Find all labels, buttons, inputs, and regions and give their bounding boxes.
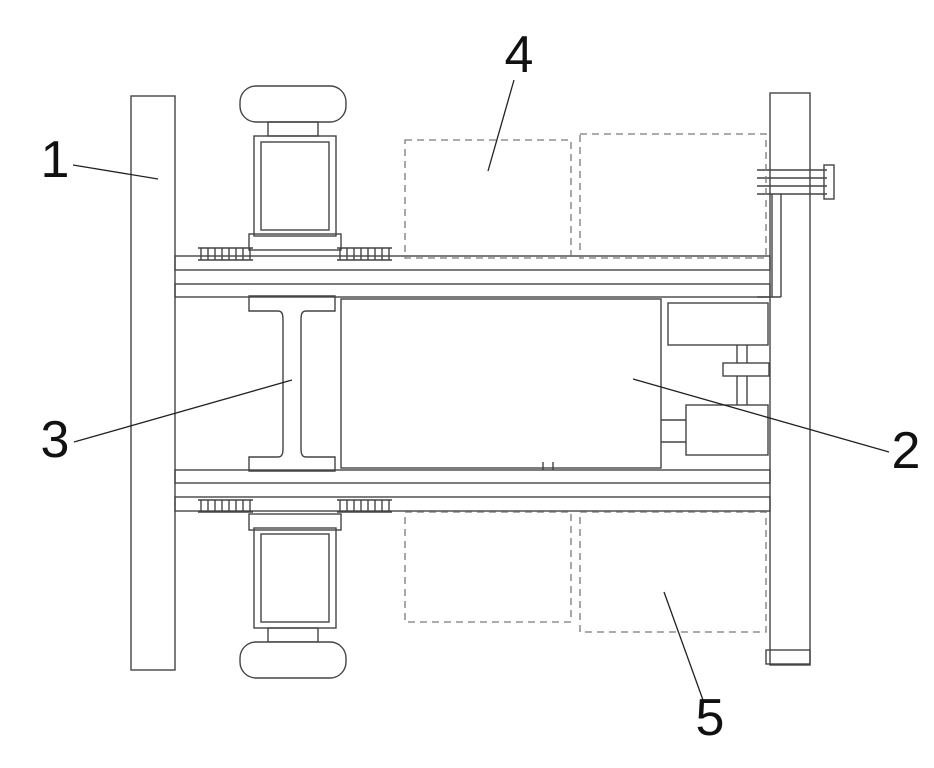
lower-dashed-box-left (404, 511, 572, 623)
bottom-motor-flange (248, 513, 342, 531)
i-beam-section (248, 295, 336, 472)
left-rail (130, 95, 176, 671)
lower-bolt-strip-left (197, 499, 254, 513)
top-motor-flange (248, 233, 342, 251)
label-1: 1 (41, 131, 70, 189)
label-3: 3 (41, 411, 70, 469)
top-right-pipe (757, 164, 835, 298)
right-rail-foot (765, 649, 811, 665)
top-motor-body-inner (260, 141, 330, 231)
bottom-motor-body (253, 527, 337, 629)
label-4: 4 (505, 26, 534, 84)
upper-beam-top-plate (174, 255, 771, 271)
label-1-leader (72, 164, 159, 180)
upper-bolt-strip-left (197, 247, 254, 261)
label-4-leader (487, 79, 515, 172)
upper-dashed-box-right (579, 133, 767, 259)
valve-plate (722, 362, 770, 377)
top-motor-cap (267, 121, 319, 137)
label-5-leader (663, 591, 704, 701)
bottom-motor-cap (267, 627, 319, 643)
right-rail (769, 92, 811, 666)
label-2: 2 (892, 422, 921, 480)
lower-bolt-strip-right (336, 499, 393, 513)
label-2-leader (632, 378, 890, 453)
top-motor-body (253, 135, 337, 237)
label-5: 5 (696, 689, 725, 747)
upper-beam-bottom-plate (174, 283, 771, 298)
label-3-leader (73, 379, 293, 443)
right-upper-box (667, 302, 769, 346)
main-housing (340, 298, 662, 469)
lower-beam-bottom-plate (174, 496, 771, 512)
upper-bolt-strip-right (336, 247, 393, 261)
upper-dashed-box-left (404, 139, 572, 259)
bottom-motor-body-inner (260, 533, 330, 623)
lower-beam-top-plate (174, 469, 771, 484)
bottom-wheel (239, 641, 347, 679)
lower-dashed-box-right (579, 511, 767, 633)
right-lower-box (685, 404, 769, 456)
top-wheel (239, 85, 347, 123)
